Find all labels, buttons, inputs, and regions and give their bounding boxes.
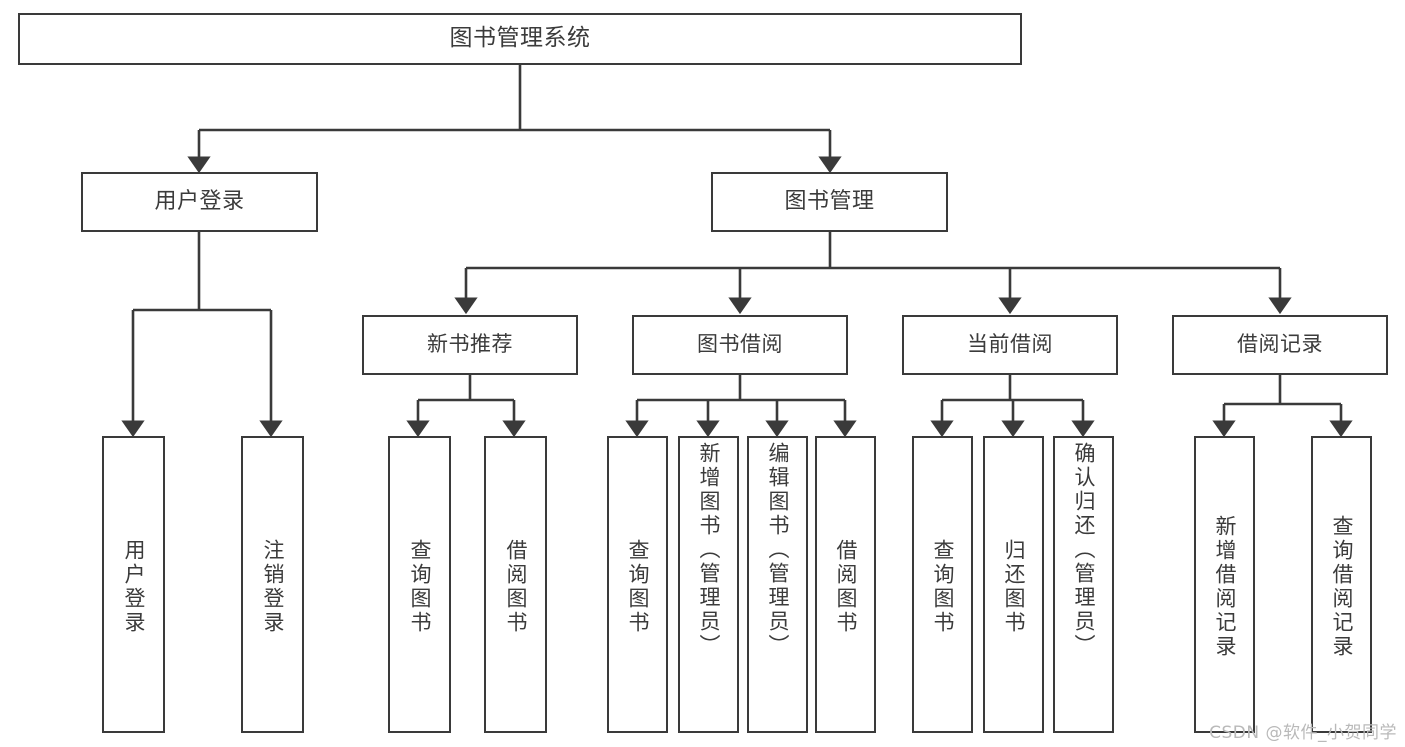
node-book-borrow[interactable]: 图书借阅 (632, 315, 848, 375)
leaf-logout[interactable]: 注销登录 (241, 436, 304, 733)
leaf-query-book-borrow[interactable]: 查询图书 (607, 436, 668, 733)
leaf-label: 注销登录 (261, 538, 285, 635)
leaf-add-book-admin[interactable]: 新增图书（管理员） (678, 436, 739, 733)
node-label: 当前借阅 (967, 332, 1053, 357)
node-book-management-system[interactable]: 图书管理系统 (18, 13, 1022, 65)
node-label: 借阅记录 (1237, 332, 1323, 357)
leaf-label: 新增借阅记录 (1213, 514, 1237, 659)
leaf-label: 新增图书（管理员） (697, 442, 721, 658)
leaf-user-login[interactable]: 用户登录 (102, 436, 165, 733)
leaf-query-book-newbook[interactable]: 查询图书 (388, 436, 451, 733)
leaf-label: 编辑图书（管理员） (766, 442, 790, 658)
leaf-edit-book-admin[interactable]: 编辑图书（管理员） (747, 436, 808, 733)
leaf-label: 用户登录 (122, 538, 146, 635)
csdn-watermark: CSDN @软件_小贺同学 (1209, 723, 1397, 743)
leaf-add-borrow-record[interactable]: 新增借阅记录 (1194, 436, 1255, 733)
leaf-query-book-current[interactable]: 查询图书 (912, 436, 973, 733)
node-label: 图书借阅 (697, 332, 783, 357)
node-book-management[interactable]: 图书管理 (711, 172, 948, 232)
node-label: 图书管理 (784, 188, 875, 214)
leaf-query-borrow-record[interactable]: 查询借阅记录 (1311, 436, 1372, 733)
leaf-return-book[interactable]: 归还图书 (983, 436, 1044, 733)
node-label: 新书推荐 (427, 332, 513, 357)
node-label: 图书管理系统 (449, 25, 591, 52)
node-current-borrow[interactable]: 当前借阅 (902, 315, 1118, 375)
node-label: 用户登录 (154, 188, 245, 214)
leaf-label: 借阅图书 (834, 538, 858, 635)
leaf-label: 确认归还（管理员） (1072, 442, 1096, 658)
leaf-label: 查询借阅记录 (1330, 514, 1354, 659)
leaf-confirm-return-admin[interactable]: 确认归还（管理员） (1053, 436, 1114, 733)
node-borrow-records[interactable]: 借阅记录 (1172, 315, 1388, 375)
node-new-book-recommend[interactable]: 新书推荐 (362, 315, 578, 375)
leaf-label: 查询图书 (931, 538, 955, 635)
node-user-login[interactable]: 用户登录 (81, 172, 318, 232)
leaf-label: 查询图书 (626, 538, 650, 635)
leaf-borrow-book-borrow[interactable]: 借阅图书 (815, 436, 876, 733)
leaf-label: 查询图书 (408, 538, 432, 635)
leaf-label: 借阅图书 (504, 538, 528, 635)
leaf-borrow-book-newbook[interactable]: 借阅图书 (484, 436, 547, 733)
leaf-label: 归还图书 (1002, 538, 1026, 635)
